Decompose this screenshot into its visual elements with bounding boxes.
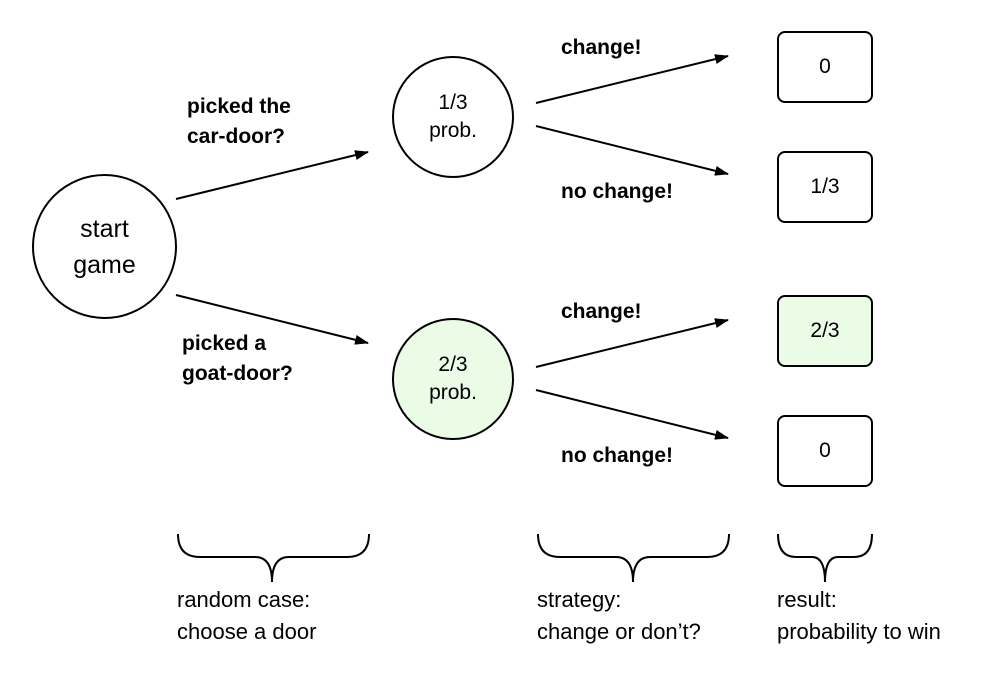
- caption-random-case: random case: choose a door: [177, 587, 317, 644]
- branch-label-car: picked the car-door?: [187, 95, 291, 148]
- branch-label-goat: picked a goat-door?: [182, 332, 293, 385]
- result-value: 2/3: [810, 318, 840, 342]
- arrow-goat-change: [535, 318, 729, 368]
- prob-node-car: 1/3 prob.: [392, 56, 514, 178]
- strategy-label-car-change: change!: [561, 36, 642, 59]
- caption-strategy: strategy: change or don’t?: [537, 587, 701, 644]
- result-box-car-change: 0: [777, 31, 873, 103]
- start-game-label: start game: [73, 214, 136, 279]
- caption-result: result: probability to win: [777, 587, 941, 644]
- result-value: 0: [819, 54, 831, 78]
- prob-node-goat: 2/3 prob.: [392, 318, 514, 440]
- result-box-goat-change: 2/3: [777, 295, 873, 367]
- strategy-label-car-no-change: no change!: [561, 180, 674, 203]
- start-game-node: start game: [32, 174, 177, 319]
- strategy-label-goat-change: change!: [561, 300, 642, 323]
- result-box-car-no-change: 1/3: [777, 151, 873, 223]
- brace-result: [777, 533, 873, 583]
- result-value: 1/3: [810, 174, 840, 198]
- arrow-car-change: [535, 54, 729, 104]
- arrow-start-to-car: [175, 150, 369, 200]
- brace-random-case: [177, 533, 370, 583]
- prob-car-label: 1/3 prob.: [429, 91, 477, 142]
- arrow-goat-no-change: [535, 389, 729, 440]
- brace-strategy: [537, 533, 730, 583]
- prob-goat-label: 2/3 prob.: [429, 353, 477, 404]
- result-value: 0: [819, 438, 831, 462]
- strategy-label-goat-no-change: no change!: [561, 444, 674, 467]
- arrow-car-no-change: [535, 125, 729, 176]
- result-box-goat-no-change: 0: [777, 415, 873, 487]
- arrow-start-to-goat: [175, 294, 369, 345]
